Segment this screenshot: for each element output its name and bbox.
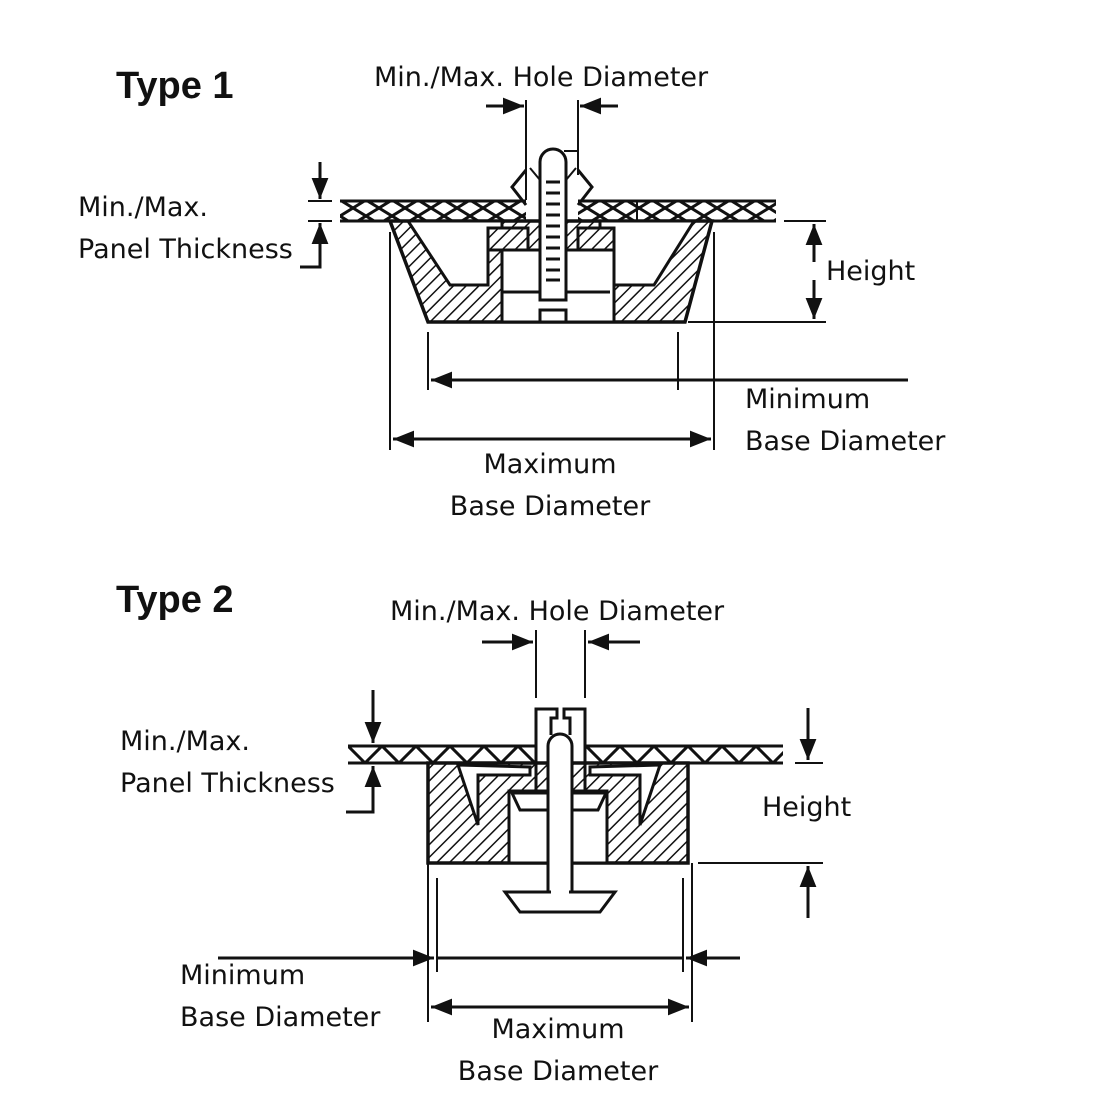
type2-panel-thickness-label-2: Panel Thickness [120, 768, 335, 799]
type1-panel-thickness-label-1: Min./Max. [78, 192, 208, 223]
type2-diagram: Type 2 Min./Max. Hole Diameter [116, 579, 851, 1087]
type2-title: Type 2 [116, 579, 234, 621]
type2-panel-thickness-dimension [346, 690, 382, 814]
type1-max-base-dimension [389, 232, 715, 450]
type1-panel-thickness-dimension [300, 162, 332, 269]
type2-panel-thickness-label-1: Min./Max. [120, 726, 250, 757]
type2-min-base-label-2: Base Diameter [180, 1002, 381, 1033]
type2-min-base-label-1: Minimum [180, 960, 305, 991]
type2-min-base-dimension [218, 878, 740, 972]
type2-panel [348, 744, 783, 765]
type2-max-base-dimension [427, 863, 693, 1022]
type1-min-base-label-2: Base Diameter [745, 426, 946, 457]
type1-min-base-label-1: Minimum [745, 384, 870, 415]
type2-max-base-label-1: Maximum [491, 1014, 624, 1045]
type1-height-dimension [688, 220, 826, 323]
type1-pin [510, 147, 594, 302]
type2-height-dimension [698, 708, 823, 918]
type1-min-base-dimension [427, 332, 908, 390]
type2-hole-diameter-dimension [482, 630, 640, 698]
type1-panel-thickness-label-2: Panel Thickness [78, 234, 293, 265]
type2-hole-diameter-label: Min./Max. Hole Diameter [390, 596, 725, 627]
type1-max-base-label-2: Base Diameter [450, 491, 651, 522]
type1-title: Type 1 [116, 65, 234, 107]
type2-height-label: Height [762, 792, 851, 823]
type2-pin [502, 707, 618, 914]
type1-hole-diameter-label: Min./Max. Hole Diameter [374, 62, 709, 93]
type1-height-label: Height [826, 256, 915, 287]
type1-diagram: Type 1 Min./Max. Hole Diameter [78, 62, 946, 522]
type2-max-base-label-2: Base Diameter [458, 1056, 659, 1087]
type1-hole-diameter-dimension [486, 97, 618, 200]
type1-max-base-label-1: Maximum [483, 449, 616, 480]
